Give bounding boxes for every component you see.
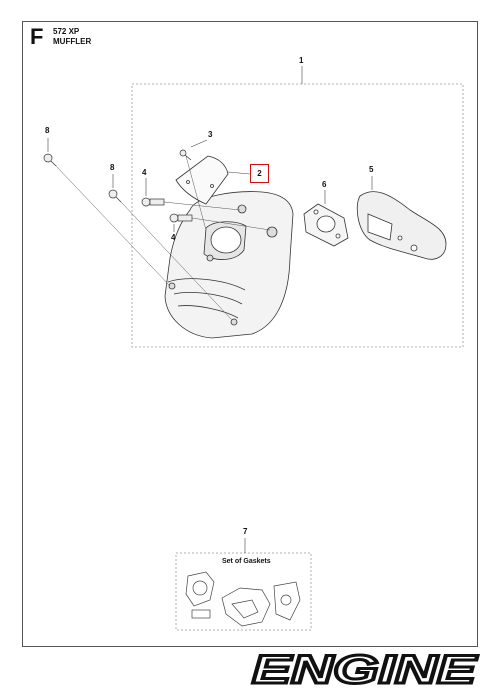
- screw-8a: [43, 153, 57, 167]
- muffler-body: [164, 191, 294, 339]
- group-title: MUFFLER: [53, 37, 92, 46]
- callout-7: 7: [243, 527, 248, 536]
- logo-text: ENGINE: [252, 652, 478, 688]
- assembly-line-4a: [163, 201, 241, 211]
- screw-3: [179, 149, 192, 161]
- callout-2: 2: [257, 169, 262, 178]
- heat-shield: [175, 155, 229, 205]
- gasket-kit-drawing: [185, 571, 301, 627]
- callout-6: 6: [322, 180, 327, 189]
- assembly-line-8b: [120, 201, 233, 321]
- engine-logo: ENGINE: [251, 652, 480, 688]
- callout-3: 3: [208, 130, 213, 139]
- assembly-box: [131, 83, 464, 348]
- callout-1: 1: [299, 56, 304, 65]
- callout-4b: 4: [171, 233, 176, 242]
- leader-3: [190, 139, 208, 148]
- callout-8a: 8: [45, 126, 50, 135]
- screw-8b: [108, 189, 122, 203]
- gasket-6: [303, 203, 349, 247]
- callout-4a: 4: [142, 168, 147, 177]
- model-name: 572 XP: [53, 27, 80, 36]
- gasket-kit-box: [175, 552, 312, 631]
- deflector-5: [356, 191, 447, 260]
- bolt-4b: [169, 213, 193, 223]
- bolt-4a: [141, 197, 165, 207]
- leader-2: [227, 171, 251, 175]
- assembly-line-8a: [55, 165, 171, 287]
- assembly-line-4b: [191, 217, 271, 231]
- gasket-kit-title: Set of Gaskets: [222, 558, 271, 565]
- callout-8b: 8: [110, 163, 115, 172]
- callout-5: 5: [369, 165, 374, 174]
- assembly-line-3: [185, 155, 207, 231]
- section-letter: F: [30, 24, 44, 49]
- page-frame: [22, 21, 478, 647]
- callout-2-highlight: 2: [250, 164, 269, 183]
